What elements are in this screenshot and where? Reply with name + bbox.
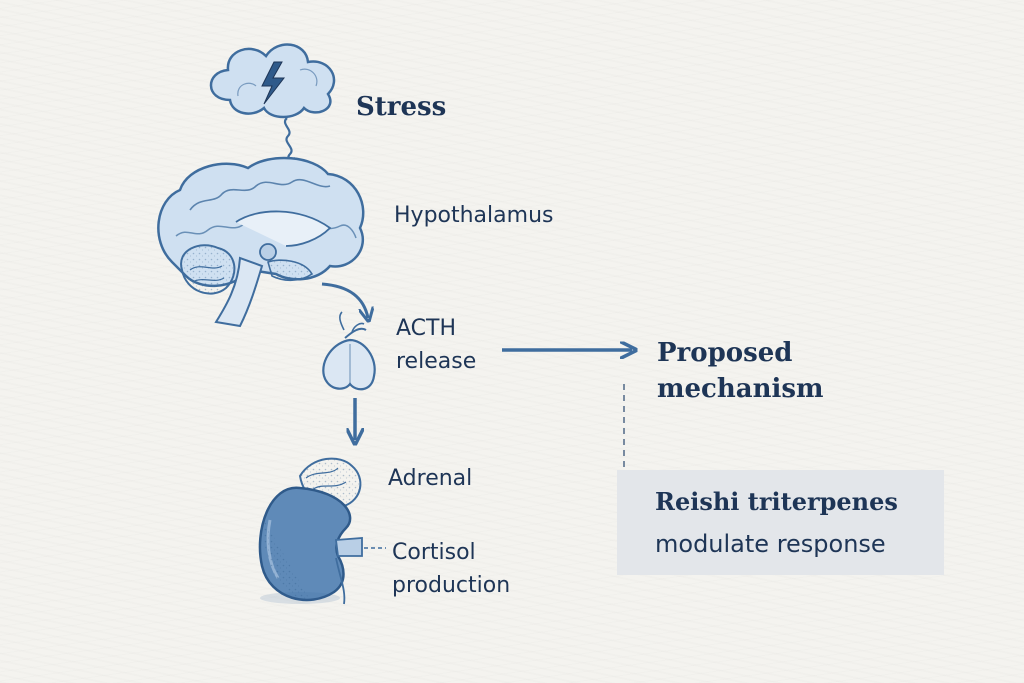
brain-icon xyxy=(157,156,365,328)
cortisol-production-label: Cortisol production xyxy=(392,536,510,602)
adrenal-label: Adrenal xyxy=(388,466,473,491)
lightning-icon xyxy=(261,61,286,105)
reishi-callout-box xyxy=(617,470,944,575)
proposed-line-2: mechanism xyxy=(657,374,824,404)
reishi-title: Reishi triterpenes xyxy=(655,487,898,516)
acth-line-2: release xyxy=(396,349,477,374)
kidney-icon xyxy=(258,457,363,605)
hypothalamus-label: Hypothalamus xyxy=(394,203,554,228)
cortisol-line-2: production xyxy=(392,573,511,598)
stress-label: Stress xyxy=(356,92,447,122)
proposed-line-1: Proposed xyxy=(657,338,793,368)
acth-line-1: ACTH xyxy=(396,316,457,341)
acth-release-label: ACTH release xyxy=(396,312,476,378)
pituitary-icon xyxy=(322,311,376,391)
brain-to-pituitary-arrow xyxy=(321,282,368,318)
proposed-mechanism-label: Proposed mechanism xyxy=(657,335,824,407)
cortisol-line-1: Cortisol xyxy=(392,540,476,565)
reishi-subtitle: modulate response xyxy=(655,530,886,558)
